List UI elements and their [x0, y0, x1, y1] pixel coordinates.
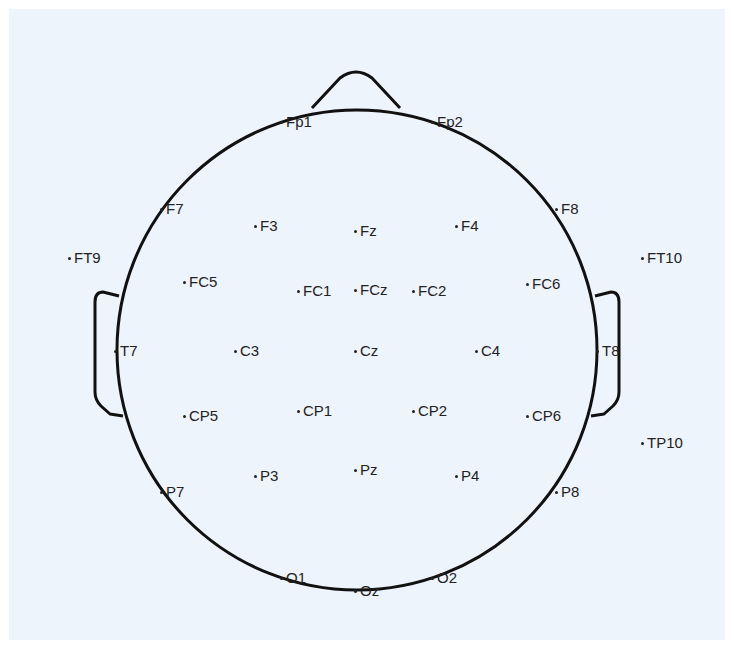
- electrode-label: P7: [166, 483, 184, 501]
- electrode-label: O2: [437, 569, 457, 587]
- electrode-label: CP1: [303, 402, 332, 420]
- electrode-dot: [641, 442, 644, 445]
- electrode-label: FC1: [303, 282, 331, 300]
- electrode-label: F4: [461, 217, 479, 235]
- electrode-label: Pz: [360, 461, 378, 479]
- electrode-dot: [526, 283, 529, 286]
- electrode-label: Fp1: [286, 113, 312, 131]
- electrode-label: P3: [260, 467, 278, 485]
- electrode-dot: [254, 475, 257, 478]
- electrode-dot: [297, 410, 300, 413]
- electrode-label: FC2: [418, 282, 446, 300]
- electrode-label: FC5: [189, 273, 217, 291]
- electrode-label: T8: [602, 342, 620, 360]
- electrode-dot: [412, 410, 415, 413]
- electrode-dot: [160, 491, 163, 494]
- electrode-label: P8: [561, 483, 579, 501]
- electrode-label: T7: [120, 342, 138, 360]
- electrode-label: O1: [286, 569, 306, 587]
- electrode-label: CP5: [189, 407, 218, 425]
- electrode-dot: [555, 491, 558, 494]
- electrode-dot: [596, 350, 599, 353]
- electrode-label: CP2: [418, 402, 447, 420]
- electrode-dot: [354, 350, 357, 353]
- electrode-dot: [68, 257, 71, 260]
- electrode-label: FT9: [74, 249, 101, 267]
- electrode-dot: [431, 121, 434, 124]
- electrode-dot: [354, 230, 357, 233]
- head-outline: [117, 110, 597, 590]
- electrode-dot: [280, 121, 283, 124]
- electrode-label: Fp2: [437, 113, 463, 131]
- electrode-dot: [431, 577, 434, 580]
- electrode-dot: [354, 469, 357, 472]
- background-panel: [9, 9, 725, 640]
- nose-outline: [312, 72, 400, 108]
- electrode-dot: [526, 415, 529, 418]
- electrode-dot: [354, 289, 357, 292]
- electrode-dot: [297, 290, 300, 293]
- electrode-dot: [183, 415, 186, 418]
- electrode-dot: [234, 350, 237, 353]
- electrode-dot: [412, 290, 415, 293]
- electrode-dot: [475, 350, 478, 353]
- electrode-dot: [555, 208, 558, 211]
- electrode-label: Cz: [360, 342, 378, 360]
- electrode-label: C3: [240, 342, 259, 360]
- electrode-label: FCz: [360, 281, 388, 299]
- electrode-label: F8: [561, 200, 579, 218]
- electrode-dot: [114, 350, 117, 353]
- electrode-dot: [280, 577, 283, 580]
- electrode-label: C4: [481, 342, 500, 360]
- electrode-label: FC6: [532, 275, 560, 293]
- electrode-label: Oz: [360, 582, 379, 600]
- electrode-label: Fz: [360, 222, 377, 240]
- electrode-label: TP10: [647, 434, 683, 452]
- electrode-dot: [354, 590, 357, 593]
- electrode-dot: [641, 257, 644, 260]
- electrode-dot: [455, 225, 458, 228]
- electrode-label: CP6: [532, 407, 561, 425]
- electrode-dot: [183, 281, 186, 284]
- electrode-label: P4: [461, 467, 479, 485]
- electrode-label: FT10: [647, 249, 682, 267]
- electrode-label: F7: [166, 200, 184, 218]
- electrode-dot: [455, 475, 458, 478]
- electrode-label: F3: [260, 217, 278, 235]
- electrode-dot: [254, 225, 257, 228]
- electrode-dot: [160, 208, 163, 211]
